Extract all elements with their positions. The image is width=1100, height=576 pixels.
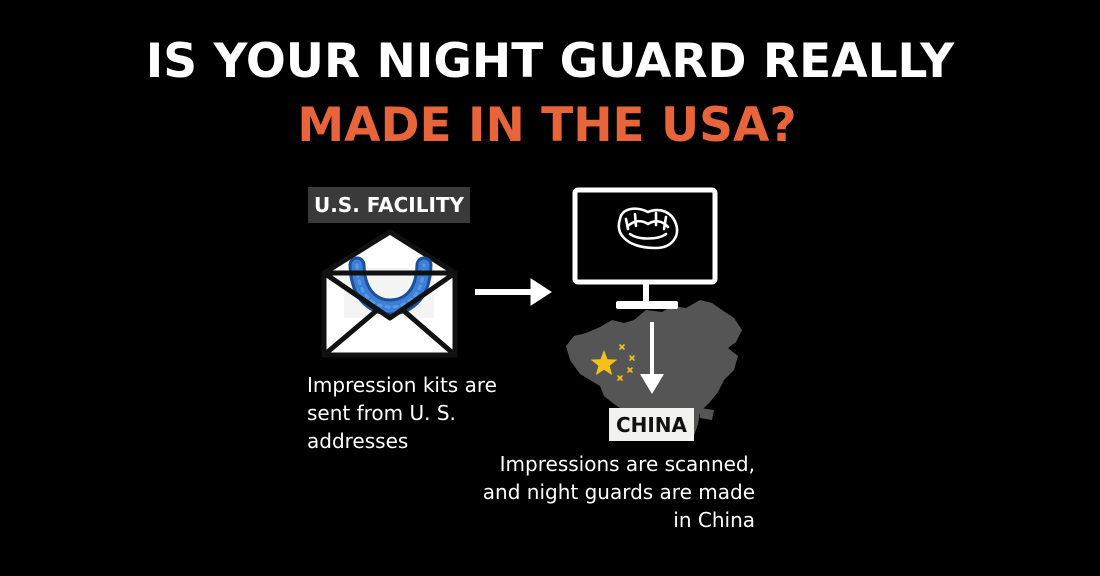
night-guard-icon xyxy=(348,256,433,316)
dental-scan-icon xyxy=(617,207,679,250)
envelope-icon xyxy=(321,229,458,358)
china-label: CHINA xyxy=(609,408,694,441)
impression-kits-caption: Impression kits are sent from U. S. addr… xyxy=(307,373,497,453)
arrow-right-icon xyxy=(475,278,552,306)
monitor-icon xyxy=(572,187,718,309)
scanned-in-china-caption: Impressions are scanned, and night guard… xyxy=(482,452,755,532)
us-facility-label: U.S. FACILITY xyxy=(308,187,470,223)
headline-line-2: MADE IN THE USA? xyxy=(297,98,797,153)
flag-stars-icon xyxy=(590,344,635,381)
arrow-down-icon xyxy=(640,322,664,394)
headline-line-1: IS YOUR NIGHT GUARD REALLY xyxy=(145,34,955,89)
